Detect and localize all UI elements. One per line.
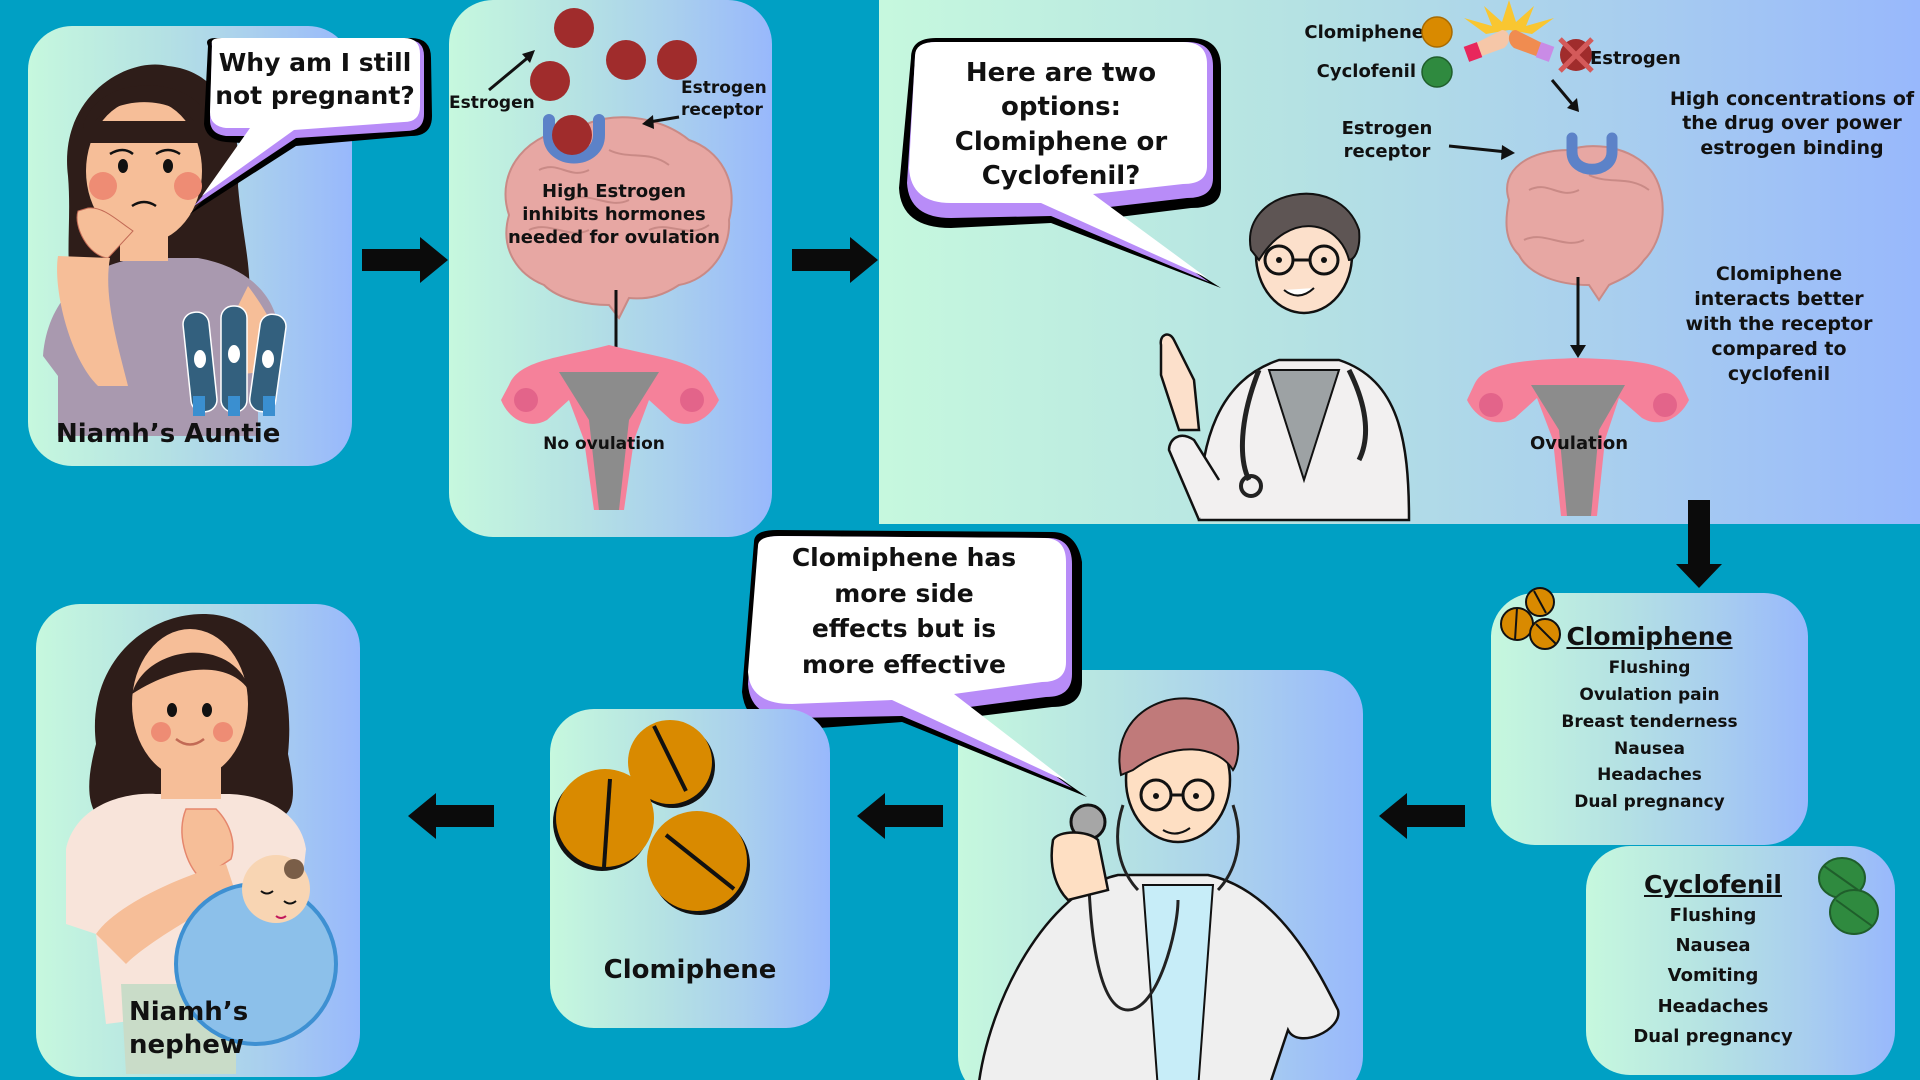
speech-line: Here are two options:	[965, 58, 1157, 123]
pregnancy-test-icon	[182, 305, 287, 416]
cyclofenil-molecule-icon	[1421, 56, 1453, 88]
arrow-down-icon	[1676, 500, 1722, 588]
arrow-left-icon	[408, 793, 494, 839]
sad-woman-illustration	[43, 64, 279, 436]
label-estrogen-receptor: Estrogen receptor	[681, 78, 767, 122]
arrow-left-icon	[1379, 793, 1465, 839]
arrow-right-icon	[362, 237, 448, 283]
panel-cyclofenil-side-effects: Cyclofenil Flushing Nausea Vomiting Head…	[1586, 846, 1895, 1075]
caption-nephew: Niamh’s nephew	[129, 997, 249, 1061]
speech-line: Clomiphene or	[954, 126, 1168, 157]
brain-text: High Estrogen inhibits hormones needed f…	[469, 180, 759, 249]
text-line: Clomiphene	[1715, 263, 1843, 285]
estrogen-blocked-icon	[1558, 37, 1594, 73]
fist-bump-icon	[1463, 0, 1555, 62]
clomiphene-pills-icon	[1500, 587, 1561, 650]
panel-estrogen-mechanism: Estrogen Estrogen receptor High Estrogen…	[449, 0, 772, 537]
label-estrogen: Estrogen	[449, 93, 535, 113]
side-effect-item: Headaches	[1597, 765, 1702, 786]
drug-title: Clomiphene	[1566, 622, 1733, 651]
text-line: compared to	[1711, 338, 1847, 361]
cyclofenil-pills-icon	[1818, 857, 1879, 935]
speech-line: not pregnant?	[215, 81, 415, 110]
mother-with-baby-illustration	[66, 613, 338, 1074]
side-effect-item: Headaches	[1657, 995, 1769, 1017]
text-line: interacts better	[1694, 288, 1864, 311]
side-effect-item: Dual pregnancy	[1574, 792, 1725, 813]
speech-line: Cyclofenil?	[981, 160, 1141, 191]
caption-auntie: Niamh’s Auntie	[56, 419, 281, 449]
panel-nephew: Niamh’s nephew	[36, 604, 360, 1077]
panel-doctor-recommendation	[958, 670, 1363, 1080]
text-line: with the receptor	[1685, 313, 1873, 336]
speech-bubble-auntie: Why am I still not pregnant?	[190, 36, 436, 214]
arrow-right-icon	[792, 237, 878, 283]
doctor-pointing-illustration	[1159, 192, 1411, 522]
text-line: estrogen binding	[1700, 136, 1884, 159]
label-estrogen-receptor: Estrogen receptor	[1327, 117, 1447, 163]
text-line: cyclofenil	[1727, 363, 1831, 386]
estrogen-molecule-icon	[530, 8, 697, 155]
side-effects-list: Cyclofenil Flushing Nausea Vomiting Head…	[1586, 869, 1840, 1052]
note-drug-concentration: High concentrations of the drug over pow…	[1664, 87, 1920, 160]
speech-line: effects but is	[811, 614, 997, 643]
speech-line: more side	[834, 578, 974, 608]
outcome-ovulation: Ovulation	[1529, 433, 1629, 454]
uterus-illustration	[1467, 358, 1689, 516]
arrow-left-icon	[857, 793, 943, 839]
caption-clomiphene: Clomiphene	[603, 955, 777, 985]
side-effect-item: Nausea	[1675, 935, 1751, 957]
side-effect-item: Nausea	[1614, 738, 1685, 759]
text-line: inhibits hormones	[522, 204, 706, 226]
note-clomiphene-binding: Clomiphene interacts better with the rec…	[1679, 262, 1879, 387]
panel-clomiphene-pills: Clomiphene	[550, 709, 830, 1028]
speech-line: more effective	[802, 649, 1006, 679]
side-effect-item: Dual pregnancy	[1633, 1025, 1793, 1047]
legend-estrogen-label: Estrogen	[1590, 48, 1681, 69]
label-line: Estrogen	[681, 78, 767, 98]
drug-title: Cyclofenil	[1644, 870, 1782, 899]
side-effect-item: Ovulation pain	[1579, 684, 1720, 705]
side-effect-item: Flushing	[1669, 905, 1757, 926]
label-line: Estrogen	[1341, 118, 1433, 139]
brain-receptor-illustration	[1448, 79, 1689, 516]
clomiphene-molecule-icon	[1421, 16, 1453, 48]
legend-cyclofenil-label: Cyclofenil	[1316, 61, 1416, 82]
text-line: needed for ovulation	[507, 227, 720, 249]
side-effect-item: Flushing	[1608, 658, 1691, 678]
panel-drug-options: Here are two options: Clomiphene or Cycl…	[879, 0, 1920, 524]
speech-bubble-recommendation: Clomiphene has more side effects but is …	[732, 530, 1092, 802]
uterus-illustration	[501, 345, 719, 510]
text-line: the drug over power	[1682, 112, 1902, 135]
outcome-no-ovulation: No ovulation	[543, 434, 665, 454]
speech-line: Clomiphene has	[791, 543, 1017, 572]
side-effects-list: Clomiphene Flushing Ovulation pain Breas…	[1491, 621, 1808, 816]
text-line: High concentrations of	[1669, 88, 1915, 110]
clomiphene-pills-icon	[553, 720, 750, 915]
brain-illustration	[488, 8, 733, 510]
speech-line: Why am I still	[218, 48, 412, 77]
side-effect-item: Vomiting	[1667, 965, 1759, 987]
label-line: receptor	[1343, 141, 1431, 163]
doctor-stethoscope-illustration	[978, 697, 1340, 1080]
text-line: High Estrogen	[542, 181, 686, 202]
label-line: receptor	[681, 99, 763, 120]
legend-clomiphene-label: Clomiphene	[1304, 22, 1424, 43]
speech-bubble-options: Here are two options: Clomiphene or Cycl…	[891, 38, 1231, 288]
side-effect-item: Breast tenderness	[1561, 711, 1738, 732]
